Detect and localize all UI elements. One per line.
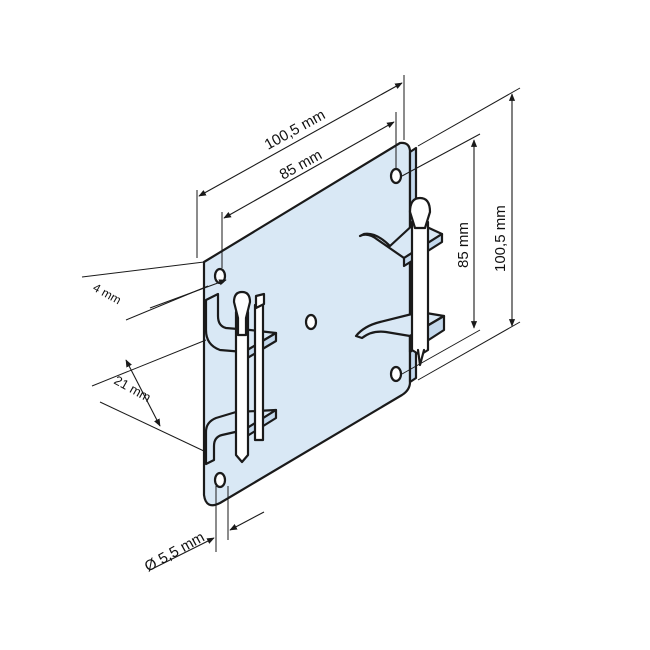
- dim-height-overall: 100,5 mm: [417, 87, 521, 381]
- right-spring-pin: [408, 196, 432, 367]
- label-edge-offset: 4 mm: [91, 280, 124, 307]
- label-width-holes: 85 mm: [277, 146, 325, 183]
- dim-clip-depth: 21 mm: [91, 339, 207, 453]
- mounting-hole-top-right: [389, 167, 403, 185]
- mounting-hole-bottom-right: [389, 365, 403, 383]
- dim-height-holes: 85 mm: [401, 133, 481, 375]
- label-height-holes: 85 mm: [455, 222, 472, 268]
- dim-hole-diameter: Ø 5,5 mm: [142, 486, 265, 576]
- label-clip-depth: 21 mm: [112, 373, 154, 405]
- label-hole-diameter: Ø 5,5 mm: [142, 529, 208, 576]
- label-height-overall: 100,5 mm: [492, 205, 509, 272]
- mounting-hole-bottom-left: [213, 471, 227, 489]
- center-hole: [304, 313, 318, 331]
- left-spring-pin: [232, 290, 266, 464]
